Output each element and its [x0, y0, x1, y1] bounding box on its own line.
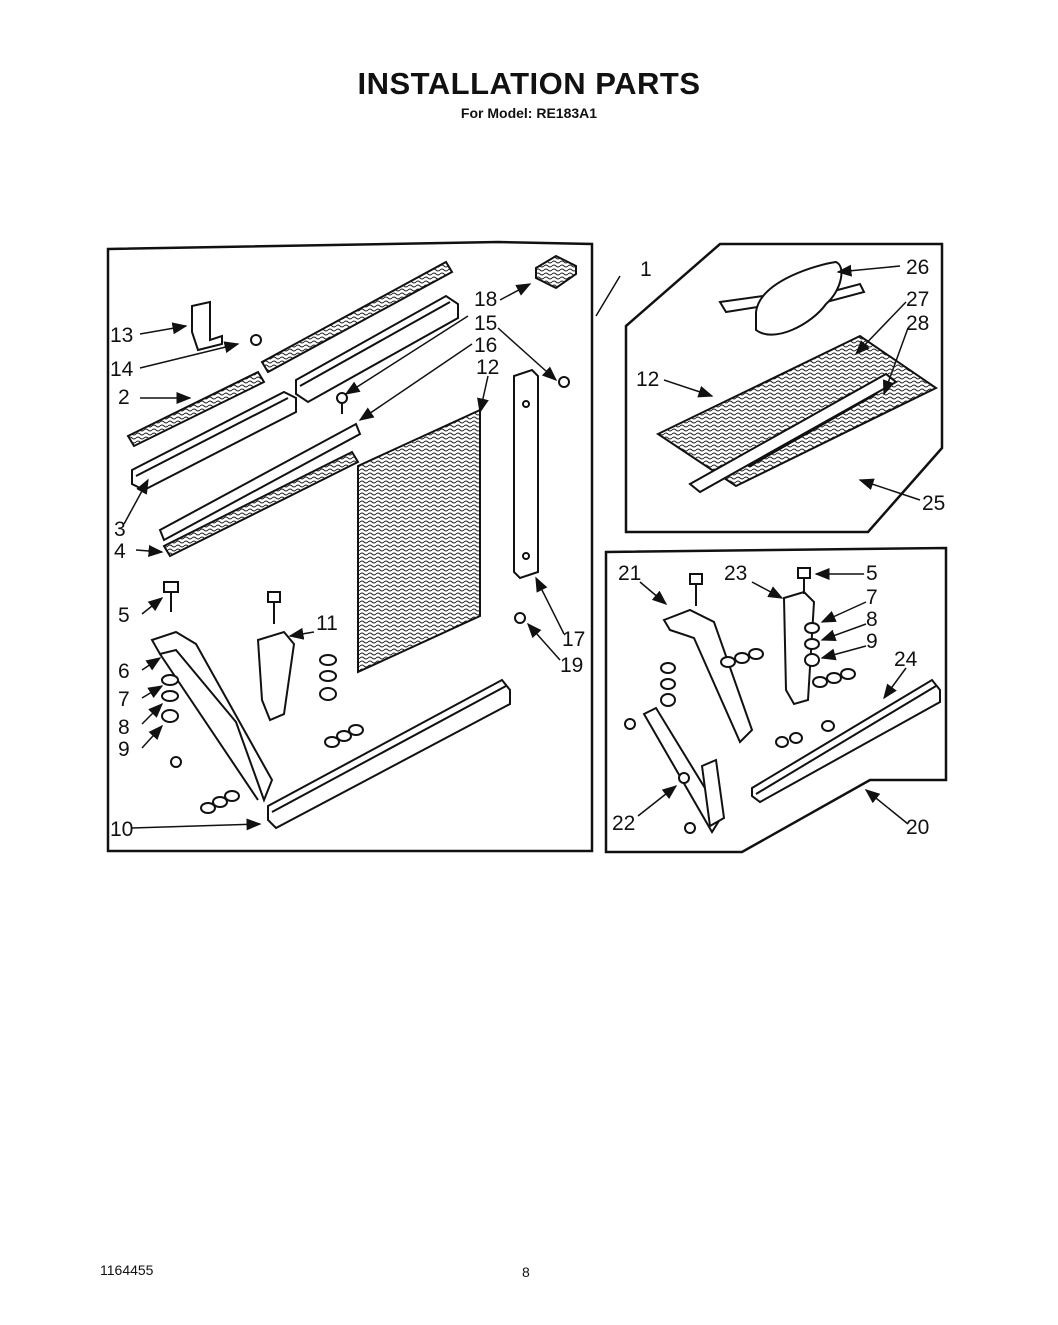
bracket-11: [256, 630, 296, 722]
bolt-21: [689, 573, 703, 606]
filter-leaders: [663, 264, 921, 501]
screw-16: [336, 392, 348, 414]
bracket-panel: 21 23 5 7 8 9 24 22 20: [604, 546, 948, 854]
callout-17: 17: [562, 628, 585, 651]
callout-3: 3: [114, 518, 126, 541]
foam-block-18: [535, 254, 577, 290]
callout-21: 21: [618, 562, 641, 585]
callout-26: 26: [906, 256, 929, 279]
bolt-5: [163, 581, 179, 612]
callout-12: 12: [476, 356, 499, 379]
filter-callouts: 26 27 28 12 25: [636, 256, 945, 515]
bottom-angle-10: [267, 678, 511, 830]
hardware-stack-left: [161, 674, 179, 723]
filter-frame-12: [655, 334, 938, 488]
callout-7-right: 7: [866, 586, 878, 609]
support-arm-21: [662, 608, 754, 744]
bracket-callouts: 21 23 5 7 8 9 24 22 20: [612, 562, 929, 839]
callout-7: 7: [118, 688, 130, 711]
callout-12-filter: 12: [636, 368, 659, 391]
gasket-strip-4: [162, 450, 360, 558]
page-title: INSTALLATION PARTS: [357, 66, 701, 101]
support-arm-22: [624, 706, 726, 834]
callout-1: 1: [640, 258, 652, 281]
callout-8-right: 8: [866, 608, 878, 631]
callout-24: 24: [894, 648, 918, 671]
top-channel: [295, 294, 459, 404]
main-panel: 1 18 15 16 12 13 14 2 3 4 5 6 7 8 9 10 1…: [106, 240, 652, 853]
loop-strap-26: [718, 260, 866, 336]
filter-panel: 26 27 28 12 25: [624, 242, 945, 534]
model-subtitle: For Model: RE183A1: [460, 105, 598, 121]
callout-8: 8: [118, 716, 130, 739]
callout-6: 6: [118, 660, 130, 683]
callout-27: 27: [906, 288, 929, 311]
callout-25: 25: [922, 492, 945, 515]
callout-28: 28: [906, 312, 929, 335]
bolt-23: [797, 567, 811, 594]
callout-14: 14: [110, 358, 134, 381]
callout-18: 18: [474, 288, 497, 311]
foam-panel-12: [357, 408, 481, 674]
callout-11: 11: [316, 612, 338, 635]
callout-13: 13: [110, 324, 133, 347]
callout-16: 16: [474, 334, 497, 357]
hardware-stack-center: [319, 654, 364, 748]
callout-20: 20: [906, 816, 929, 839]
main-callouts: 1 18 15 16 12 13 14 2 3 4 5 6 7 8 9 10 1…: [110, 258, 652, 841]
callout-9-right: 9: [866, 630, 878, 653]
document-number: 1164455: [100, 1262, 154, 1278]
main-leaders: [123, 275, 621, 831]
callout-15: 15: [474, 312, 497, 335]
hardware-stack-right: [660, 622, 856, 748]
screw-15: [558, 376, 570, 388]
callout-2: 2: [118, 386, 130, 409]
rail-16: [158, 422, 362, 542]
callout-9: 9: [118, 738, 130, 761]
screw-19: [514, 612, 526, 624]
bottom-angle-24: [751, 678, 941, 804]
callout-4: 4: [114, 540, 126, 563]
callout-23: 23: [724, 562, 747, 585]
filter-rail-28: [688, 372, 898, 494]
bracket-leaders: [637, 568, 909, 825]
bolt-11: [267, 591, 281, 624]
angle-bracket-13: [191, 300, 262, 352]
callout-19: 19: [560, 654, 583, 677]
hardware-stack-bottom: [170, 756, 240, 814]
callout-5-right: 5: [866, 562, 878, 585]
post-17: [513, 368, 539, 580]
channel-3: [131, 390, 297, 492]
top-rail-strip: [260, 260, 454, 374]
gasket-strip-2: [126, 370, 266, 448]
callout-22: 22: [612, 812, 635, 835]
page-number: 8: [522, 1264, 530, 1280]
callout-10: 10: [110, 818, 133, 841]
callout-5: 5: [118, 604, 130, 627]
